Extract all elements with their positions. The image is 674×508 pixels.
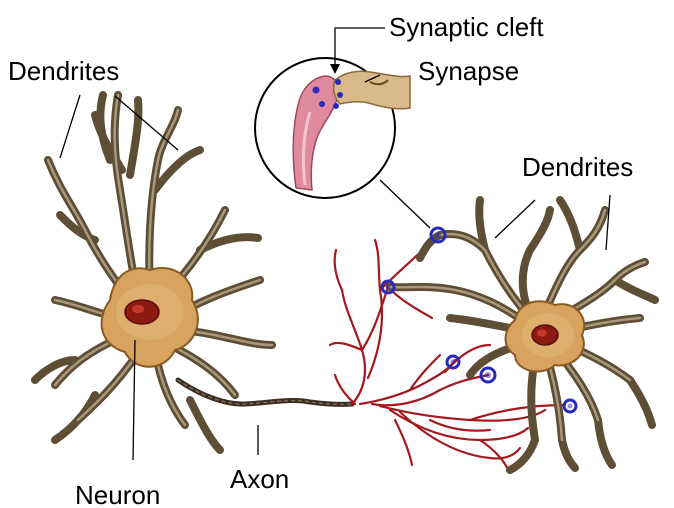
- leader-dendrites-right-2: [606, 195, 610, 250]
- label-neuron: Neuron: [75, 480, 160, 508]
- label-dendrites-left: Dendrites: [8, 56, 119, 86]
- postsynaptic-terminal: [334, 71, 410, 109]
- synapse-inset: [255, 58, 410, 198]
- label-synapse: Synapse: [418, 56, 519, 86]
- leader-inset-to-synapse: [380, 180, 430, 228]
- label-synaptic-cleft: Synaptic cleft: [389, 12, 544, 42]
- leader-dendrites-left-1: [60, 95, 80, 158]
- axon: [178, 380, 352, 404]
- label-axon: Axon: [230, 464, 289, 494]
- right-neuron-nucleus: [532, 325, 558, 345]
- label-dendrites-right: Dendrites: [522, 152, 633, 182]
- leader-dendrites-right-1: [495, 200, 535, 238]
- left-neuron-nucleus: [125, 300, 159, 324]
- leader-dendrites-left-2: [115, 96, 178, 150]
